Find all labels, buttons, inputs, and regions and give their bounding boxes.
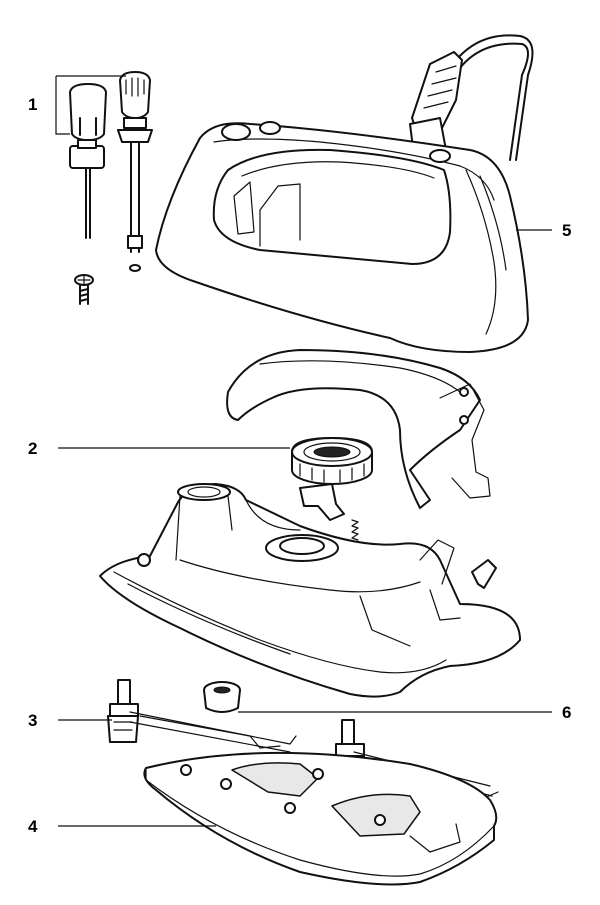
housing (99, 483, 521, 698)
callout-labels: 1 2 3 4 5 6 (28, 95, 571, 836)
part-4-soleplate (143, 751, 498, 886)
callout-3: 3 (28, 711, 37, 730)
part-5-handle-cover (155, 34, 534, 353)
callout-2: 2 (28, 439, 37, 458)
callout-4: 4 (28, 817, 38, 836)
part-6-grommet (203, 681, 241, 713)
leader-lines (58, 229, 552, 827)
handle-shell (226, 349, 491, 509)
callout-6: 6 (562, 703, 571, 722)
callout-1: 1 (28, 95, 37, 114)
part-2-dial (291, 437, 373, 541)
part-1-knobs (55, 71, 153, 305)
callout-5: 5 (562, 221, 571, 240)
